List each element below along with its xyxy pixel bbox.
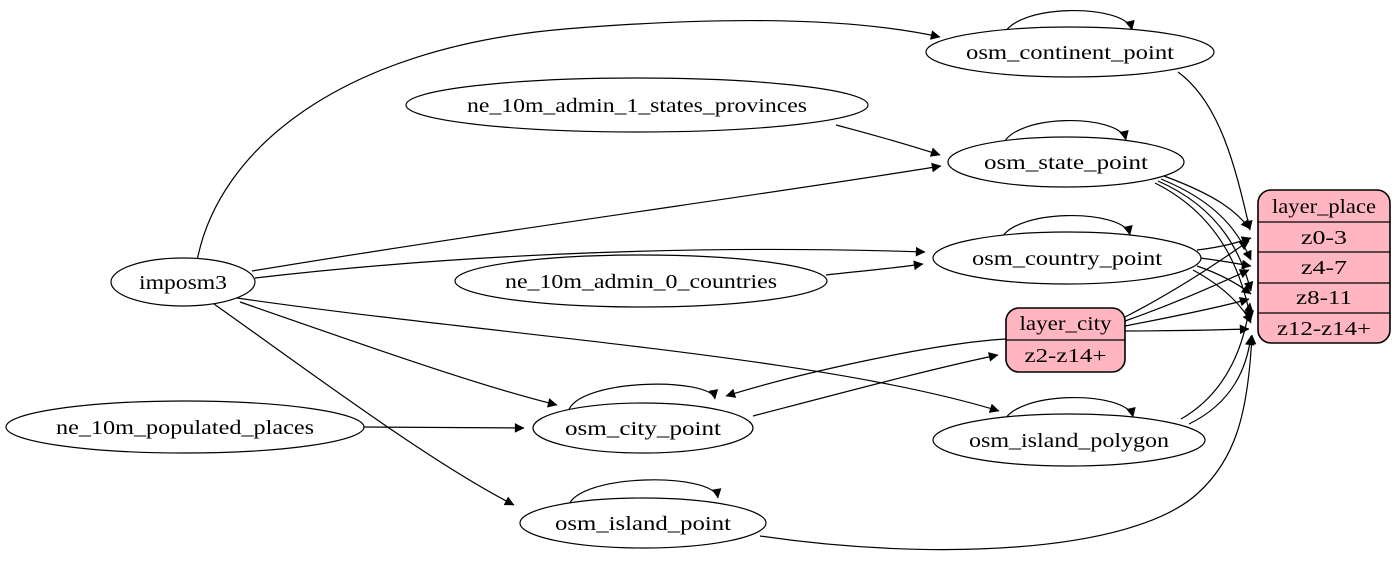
node-shape-osm_city_point: [532, 402, 754, 454]
record-title-layer_city: layer_city: [1020, 313, 1112, 335]
edge-imposm3-osm_island_polygon: [236, 297, 1000, 413]
record-layer_place: layer_place z0-3 z4-7 z8-11 z12-z14+: [1257, 189, 1391, 344]
edge-layer_city-layer_place-z4-7: [1124, 269, 1250, 322]
edge-layer_city-layer_place-z12-z14+: [1124, 324, 1250, 335]
node-shape-osm_island_polygon: [932, 413, 1206, 467]
edge-osm_city_point-osm_city_point: [567, 383, 719, 413]
edge-layer_city-layer_place-z0-3: [1124, 240, 1250, 318]
node-label-osm_state_point: osm_state_point: [984, 152, 1149, 174]
record-row-layer_place-z4-7: z4-7: [1301, 257, 1347, 279]
edge-layer_city-osm_city_point: [725, 338, 1007, 398]
node-label-ne_10m_populated_places: ne_10m_populated_places: [56, 417, 314, 439]
edge-ne_10m_admin_1_states_provinces-osm_state_point: [835, 124, 941, 157]
edge-osm_state_point-layer_place-z4-7: [1160, 178, 1252, 261]
node-osm_island_polygon: osm_island_polygon: [932, 413, 1206, 467]
record-row-layer_place-z12-z14+: z12-z14+: [1277, 318, 1371, 340]
node-label-ne_10m_admin_1_states_provinces: ne_10m_admin_1_states_provinces: [467, 95, 807, 117]
edge-osm_country_point-osm_country_point: [999, 215, 1133, 243]
node-shape-osm_state_point: [947, 136, 1185, 188]
node-osm_state_point: osm_state_point: [947, 136, 1185, 188]
node-label-osm_country_point: osm_country_point: [972, 248, 1163, 270]
node-imposm3: imposm3: [110, 257, 256, 307]
record-shape-layer_place: [1257, 189, 1391, 344]
node-shape-osm_island_point: [519, 497, 767, 549]
record-row-layer_place-z8-11: z8-11: [1296, 287, 1352, 309]
edge-osm_country_point-layer_place-z8-11: [1196, 265, 1252, 295]
node-shape-imposm3: [110, 257, 256, 307]
edge-osm_country_point-layer_place-z0-3: [1196, 236, 1252, 251]
record-layer_city: layer_city z2-z14+: [1005, 307, 1126, 373]
edge-osm_state_point-layer_place-z8-11: [1157, 180, 1254, 292]
edge-osm_state_point-layer_place-z0-3: [1163, 175, 1251, 230]
edge-ne_10m_admin_0_countries-osm_country_point: [825, 260, 924, 276]
edge-layer_city-layer_place-z8-11: [1124, 296, 1250, 327]
node-ne_10m_populated_places: ne_10m_populated_places: [5, 400, 365, 454]
record-row-layer_city-z2-z14+: z2-z14+: [1025, 345, 1107, 367]
edge-osm_continent_point-osm_continent_point: [1002, 10, 1135, 38]
edge-ne_10m_populated_places-osm_city_point: [363, 423, 525, 433]
edge-osm_country_point-layer_place-z12-z14+: [1192, 269, 1252, 324]
node-osm_city_point: osm_city_point: [532, 402, 754, 454]
node-label-osm_city_point: osm_city_point: [565, 418, 722, 440]
edge-imposm3-osm_state_point: [251, 162, 942, 272]
node-shape-ne_10m_admin_0_countries: [454, 254, 828, 308]
record-title-layer_place: layer_place: [1272, 196, 1376, 218]
node-shape-ne_10m_admin_1_states_provinces: [405, 77, 869, 133]
edge-imposm3-osm_island_point: [213, 303, 515, 506]
edge-osm_island_point-layer_place-z12-z14+: [759, 334, 1257, 551]
node-label-osm_island_polygon: osm_island_polygon: [969, 430, 1169, 452]
edges-layer: [196, 10, 1257, 551]
edge-osm_continent_point-layer_place-z0-3: [1177, 71, 1253, 231]
node-shape-ne_10m_populated_places: [5, 400, 365, 454]
node-ne_10m_admin_0_countries: ne_10m_admin_0_countries: [454, 254, 828, 308]
node-osm_country_point: osm_country_point: [932, 231, 1202, 285]
edge-osm_city_point-layer_city-z2-z14+: [752, 352, 999, 417]
edge-imposm3-osm_country_point: [254, 246, 926, 279]
record-row-layer_place-z0-3: z0-3: [1301, 227, 1347, 249]
edge-osm_state_point-osm_state_point: [1001, 120, 1129, 148]
edge-osm_island_polygon-osm_island_polygon: [1002, 397, 1136, 425]
edge-osm_island_polygon-layer_place-z8-11: [1180, 302, 1254, 420]
node-shape-osm_country_point: [932, 231, 1202, 285]
edge-osm_island_point-osm_island_point: [567, 479, 722, 508]
node-label-ne_10m_admin_0_countries: ne_10m_admin_0_countries: [505, 271, 777, 293]
node-label-osm_island_point: osm_island_point: [555, 513, 732, 535]
edge-imposm3-osm_continent_point: [196, 19, 941, 262]
node-osm_island_point: osm_island_point: [519, 497, 767, 549]
node-osm_continent_point: osm_continent_point: [925, 26, 1215, 78]
node-shape-osm_continent_point: [925, 26, 1215, 78]
node-label-osm_continent_point: osm_continent_point: [966, 42, 1175, 64]
node-label-imposm3: imposm3: [139, 272, 227, 294]
edge-osm_island_polygon-layer_place-z12-z14+: [1188, 335, 1255, 425]
edge-osm_country_point-layer_place-z4-7: [1199, 257, 1252, 270]
node-ne_10m_admin_1_states_provinces: ne_10m_admin_1_states_provinces: [405, 77, 869, 133]
edge-imposm3-osm_city_point: [239, 301, 558, 408]
